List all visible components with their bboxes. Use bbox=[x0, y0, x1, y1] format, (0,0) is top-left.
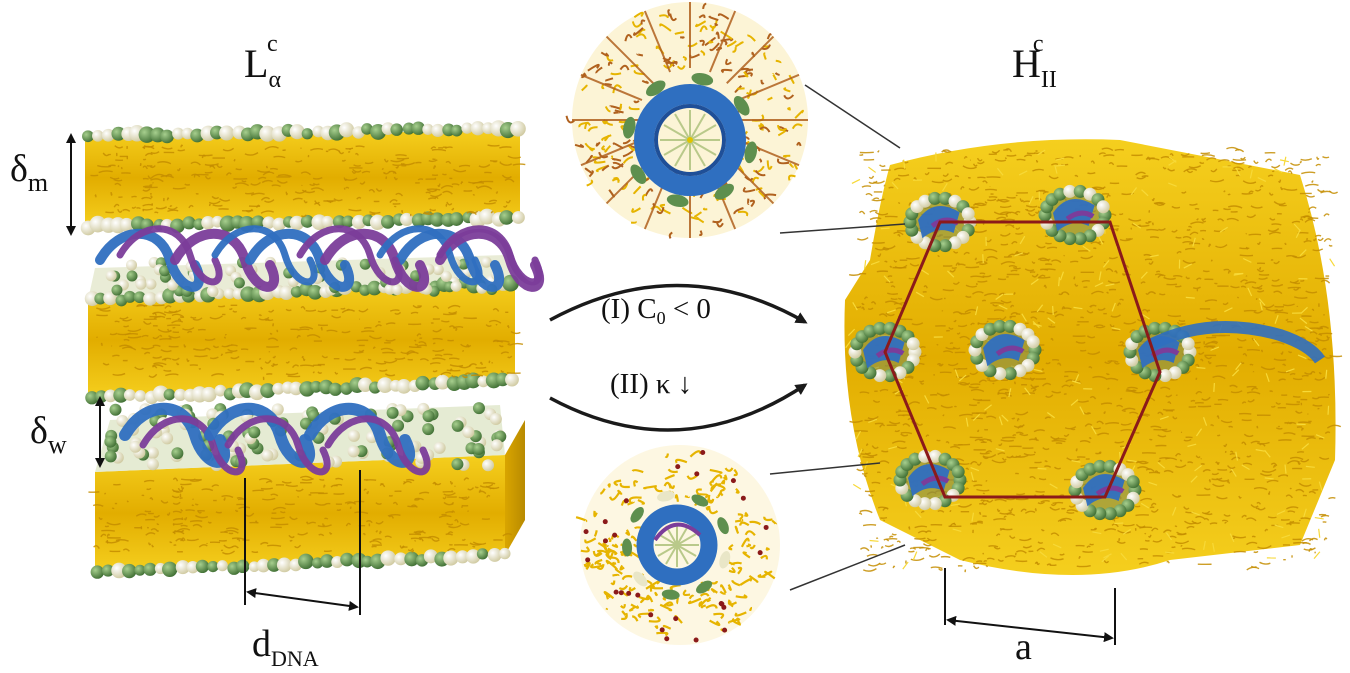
lamellar-phase-label: Lαc bbox=[244, 32, 292, 92]
arrow1-sub: 0 bbox=[656, 308, 666, 328]
inset-bottom-cross-section bbox=[575, 445, 780, 645]
bilayer-top bbox=[85, 130, 520, 226]
arrow1-label: (I) C0 < 0 bbox=[601, 293, 711, 328]
hex-lipid-body bbox=[844, 139, 1336, 575]
hexagonal-phase bbox=[844, 139, 1343, 575]
d-dna-main: d bbox=[252, 623, 271, 665]
lamellar-sup: c bbox=[267, 31, 278, 57]
delta-w-label: δw bbox=[30, 410, 67, 458]
dna-helices-lamellar bbox=[95, 225, 545, 476]
arrow1-suffix: < 0 bbox=[665, 293, 711, 325]
leader-line bbox=[769, 462, 881, 475]
bilayer-bottom bbox=[95, 455, 505, 572]
hex-main: H bbox=[1012, 41, 1041, 86]
lamellar-stack bbox=[80, 120, 545, 579]
arrow2-label: (II) κ ↓ bbox=[610, 368, 693, 400]
lamellar-main: L bbox=[244, 41, 269, 86]
delta-w-sub: w bbox=[47, 430, 67, 459]
hexagonal-unit-cell bbox=[883, 220, 1162, 499]
lattice-a-label: a bbox=[1015, 626, 1032, 668]
d-dna-sub: DNA bbox=[271, 646, 319, 671]
lipid-tail-strands bbox=[88, 144, 526, 555]
hex-sub: II bbox=[1040, 67, 1057, 93]
leader-line bbox=[779, 223, 906, 234]
bilayer-bottom-side bbox=[505, 420, 525, 555]
delta-m-sub: m bbox=[27, 168, 49, 197]
d-dna-label: dDNA bbox=[252, 623, 319, 670]
hex-sup: c bbox=[1032, 31, 1044, 57]
delta-m-label: δm bbox=[10, 148, 48, 196]
leader-line bbox=[804, 84, 901, 149]
delta-w-main: δ bbox=[30, 410, 48, 452]
inset-top-cross-section bbox=[565, 2, 808, 239]
bilayer-middle bbox=[88, 282, 515, 398]
delta-m-main: δ bbox=[10, 148, 28, 190]
d-dna-dimension bbox=[246, 588, 359, 611]
arrow1-prefix: (I) C bbox=[601, 293, 657, 325]
lamellar-sub: α bbox=[268, 67, 282, 93]
hexagonal-phase-label: HII c bbox=[1012, 32, 1068, 92]
transition-arrow-upper bbox=[549, 283, 808, 324]
leader-line bbox=[789, 544, 906, 591]
a-dimension bbox=[946, 615, 1114, 643]
transition-arrow-lower bbox=[549, 383, 808, 432]
